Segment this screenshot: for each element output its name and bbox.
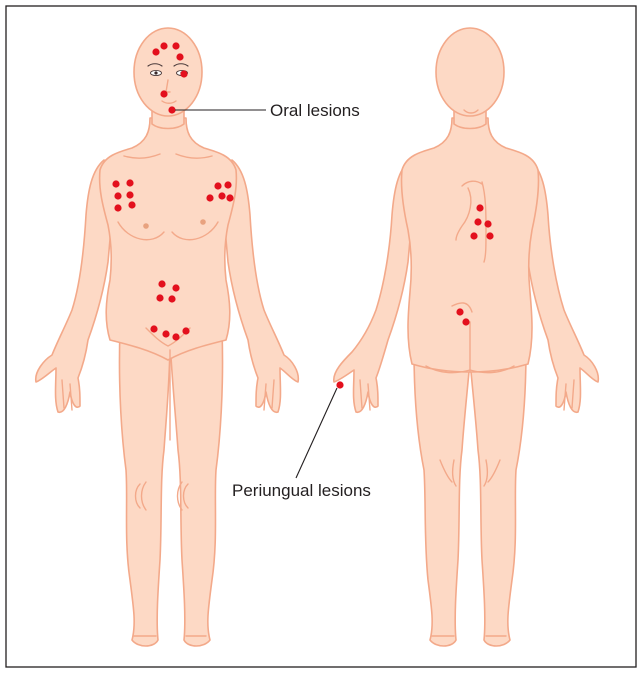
lesion-dot [218, 192, 225, 199]
front-figure [36, 28, 299, 646]
lesion-dot [206, 194, 213, 201]
lesion-dot [128, 201, 135, 208]
lesion-dot [112, 180, 119, 187]
lesion-dot [182, 327, 189, 334]
back-head [436, 28, 504, 116]
lesion-dot [456, 308, 463, 315]
front-leg-left [119, 330, 170, 646]
lesion-dot [474, 218, 481, 225]
lesion-dot [486, 232, 493, 239]
lesion-dot [160, 90, 167, 97]
lesion-dot [224, 181, 231, 188]
periungual-lesions-label: Periungual lesions [232, 481, 371, 500]
oral-lesions-label: Oral lesions [270, 101, 360, 120]
lesion-dot [484, 220, 491, 227]
lesion-dot [176, 53, 183, 60]
lesion-dot [152, 48, 159, 55]
lesion-dot [160, 42, 167, 49]
lesion-dot [226, 194, 233, 201]
lesion-dot [476, 204, 483, 211]
lesion-dot [172, 333, 179, 340]
front-leg-right [170, 330, 223, 646]
lesion-dot [114, 192, 121, 199]
lesion-dot [126, 179, 133, 186]
lesion-dot [172, 42, 179, 49]
back-leg-right [470, 350, 526, 646]
back-figure [334, 28, 599, 646]
lesion-dot [336, 381, 343, 388]
periungual-lesions-leader [296, 388, 337, 478]
lesion-dot [214, 182, 221, 189]
lesion-dot [180, 70, 187, 77]
lesion-dot [114, 204, 121, 211]
lesion-dot [462, 318, 469, 325]
lesion-dot [126, 191, 133, 198]
lesion-dot [158, 280, 165, 287]
lesion-dot [168, 295, 175, 302]
lesion-dot [168, 106, 175, 113]
front-torso [100, 118, 237, 360]
front-nipple-right [200, 219, 206, 225]
lesion-dot [172, 284, 179, 291]
front-pupil-left [154, 71, 157, 74]
front-nipple-left [143, 223, 149, 229]
back-leg-left [414, 350, 470, 646]
lesion-dot [162, 330, 169, 337]
lesion-dot [470, 232, 477, 239]
lesion-dot [150, 325, 157, 332]
lesion-dot [156, 294, 163, 301]
